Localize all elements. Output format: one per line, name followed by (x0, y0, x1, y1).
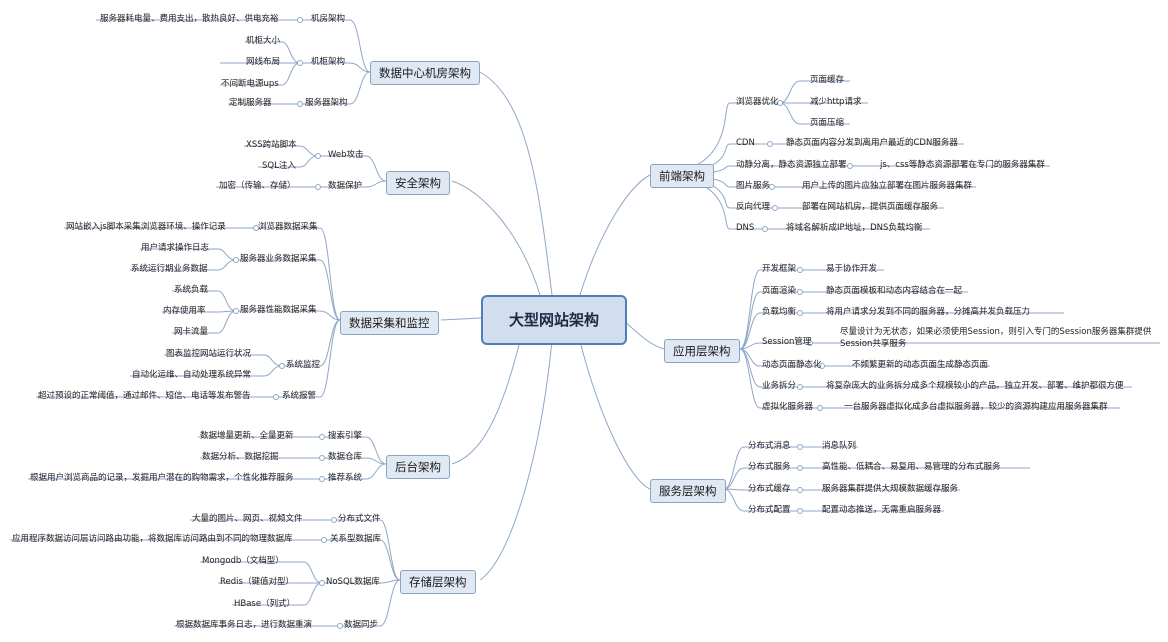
node-virtual-desc: 一台服务器虚拟化成多台虚拟服务器，较少的资源构建应用服务器集群 (844, 402, 1108, 412)
node-split[interactable]: 业务拆分 (762, 381, 797, 391)
node-browser-desc: 网站嵌入js脚本采集浏览器环境、操作记录 (66, 222, 226, 232)
node-separation-desc: js、css等静态资源部署在专门的服务器集群 (880, 160, 1045, 170)
node-lb[interactable]: 负载均衡 (762, 307, 797, 317)
node-session-desc-line2: Session共享服务 (840, 339, 907, 349)
node-browser-opt[interactable]: 浏览器优化 (736, 97, 779, 107)
node-load: 系统负载 (174, 285, 209, 295)
node-staticize[interactable]: 动态页面静态化 (762, 360, 822, 370)
node-staticize-desc: 不频繁更新的动态页面生成静态页面 (852, 360, 989, 370)
link-storage (479, 340, 553, 581)
node-custom-server: 定制服务器 (229, 98, 272, 108)
central-topic[interactable]: 大型网站架构 (481, 295, 627, 345)
node-img-desc: 用户上传的图片应独立部署在图片服务器集群 (802, 181, 973, 191)
link-datacenter (479, 71, 553, 296)
node-perf-collect[interactable]: 服务器性能数据采集 (240, 305, 317, 315)
node-proxy-desc: 部署在网站机房，提供页面缓存服务 (802, 202, 939, 212)
node-mongodb: Mongodb（文档型） (202, 556, 284, 566)
node-recommend-desc: 根据用户浏览商品的记录，发掘用户潜在的购物需求，个性化推荐服务 (30, 473, 294, 483)
node-req-log: 用户请求操作日志 (141, 243, 210, 253)
node-framework-desc: 易于协作开发 (826, 264, 878, 274)
node-sql: SQL注入 (262, 161, 296, 171)
node-net: 网卡流量 (174, 327, 209, 337)
node-ups: 不间断电源ups (221, 79, 279, 89)
node-search[interactable]: 搜索引擎 (328, 431, 363, 441)
node-dfs[interactable]: 分布式文件 (338, 514, 381, 524)
node-virtual[interactable]: 虚拟化服务器 (762, 402, 814, 412)
node-auto-ops: 自动化运维、自动处理系统异常 (132, 370, 252, 380)
node-lb-desc: 将用户请求分发到不同的服务器，分摊高并发负载压力 (826, 307, 1031, 317)
node-framework[interactable]: 开发框架 (762, 264, 797, 274)
node-ds-desc: 高性能、低耦合、易复用、易管理的分布式服务 (822, 462, 1001, 472)
node-mq[interactable]: 分布式消息 (748, 441, 791, 451)
node-config[interactable]: 分布式配置 (748, 505, 791, 515)
node-alarm-desc: 超过预设的正常阈值，通过邮件、短信、电话等发布警告 (38, 391, 251, 401)
link-monitor (440, 317, 482, 321)
node-separation[interactable]: 动静分离，静态资源独立部署 (736, 160, 847, 170)
link-app (622, 319, 665, 350)
node-warehouse[interactable]: 数据仓库 (328, 452, 363, 462)
node-power: 服务器耗电量、费用支出，散热良好、供电充裕 (100, 14, 279, 24)
node-redis: Redis（键值对型） (220, 577, 294, 587)
node-sync[interactable]: 数据同步 (344, 620, 379, 630)
node-rdb-desc: 应用程序数据访问层访问路由功能，将数据库访问路由到不同的物理数据库 (12, 534, 293, 544)
node-biz-collect[interactable]: 服务器业务数据采集 (240, 254, 317, 264)
node-recommend[interactable]: 推荐系统 (328, 473, 363, 483)
node-chart-monitor: 图表监控网站运行状况 (166, 349, 252, 359)
node-dns[interactable]: DNS (736, 223, 755, 233)
node-hbase: HBase（列式） (234, 599, 296, 609)
node-rdb[interactable]: 关系型数据库 (330, 534, 382, 544)
topic-security[interactable]: 安全架构 (386, 171, 450, 195)
node-render[interactable]: 页面渲染 (762, 286, 797, 296)
link-backend (451, 340, 521, 465)
link-service (579, 340, 651, 490)
topic-backend[interactable]: 后台架构 (386, 455, 450, 479)
node-page-cache: 页面缓存 (810, 75, 845, 85)
link-security (451, 180, 541, 296)
node-web-attack[interactable]: Web攻击 (328, 150, 364, 160)
node-room[interactable]: 机房架构 (311, 14, 346, 24)
node-alarm[interactable]: 系统报警 (282, 391, 317, 401)
node-config-desc: 配置动态推送，无需重启服务器 (822, 505, 942, 515)
node-reduce-http: 减少http请求 (810, 97, 862, 107)
node-search-desc: 数据增量更新、全量更新 (200, 431, 294, 441)
topic-frontend[interactable]: 前端架构 (650, 164, 714, 188)
node-ds[interactable]: 分布式服务 (748, 462, 791, 472)
node-cache[interactable]: 分布式缓存 (748, 484, 791, 494)
node-cdn[interactable]: CDN (736, 138, 755, 148)
node-sync-desc: 根据数据库事务日志，进行数据重演 (176, 620, 313, 630)
node-server-arch[interactable]: 服务器架构 (305, 98, 348, 108)
node-cdn-desc: 静态页面内容分发到离用户最近的CDN服务器 (786, 138, 958, 148)
node-dfs-desc: 大量的图片、网页、视频文件 (192, 514, 303, 524)
node-img-service[interactable]: 图片服务 (736, 181, 771, 191)
link-frontend (579, 174, 651, 296)
node-rack[interactable]: 机柜架构 (311, 57, 346, 67)
node-sys-monitor[interactable]: 系统监控 (286, 360, 321, 370)
node-encrypt: 加密（传输、存储） (219, 181, 296, 191)
topic-storage[interactable]: 存储层架构 (400, 570, 476, 594)
node-compress: 页面压缩 (810, 118, 845, 128)
node-xss: XSS跨站脚本 (246, 140, 297, 150)
node-dns-desc: 将域名解析成IP地址，DNS负载均衡 (786, 223, 923, 233)
node-rack-size: 机柜大小 (246, 36, 281, 46)
node-session-desc: 尽量设计为无状态，如果必须使用Session，则引入专门的Session服务器集… (840, 326, 1151, 350)
node-biz-data: 系统运行期业务数据 (131, 264, 208, 274)
node-warehouse-desc: 数据分析、数据挖掘 (202, 452, 279, 462)
topic-datacenter[interactable]: 数据中心机房架构 (370, 61, 480, 85)
topic-monitor[interactable]: 数据采集和监控 (340, 311, 439, 335)
topic-service[interactable]: 服务层架构 (650, 479, 726, 503)
node-nosql[interactable]: NoSQL数据库 (326, 577, 380, 587)
node-data-protect[interactable]: 数据保护 (328, 181, 363, 191)
node-cabling: 网线布局 (246, 57, 281, 67)
node-cache-desc: 服务器集群提供大规模数据缓存服务 (822, 484, 959, 494)
node-proxy[interactable]: 反向代理 (736, 202, 771, 212)
node-mq-desc: 消息队列 (822, 441, 857, 451)
node-browser-collect[interactable]: 浏览器数据采集 (258, 222, 318, 232)
node-session[interactable]: Session管理 (762, 337, 812, 347)
node-render-desc: 静态页面模板和动态内容结合在一起 (826, 286, 963, 296)
node-split-desc: 将复杂庞大的业务拆分成多个规模较小的产品。独立开发、部署、维护都很方便 (826, 381, 1124, 391)
node-mem: 内存使用率 (163, 306, 206, 316)
node-session-desc-line1: 尽量设计为无状态，如果必须使用Session，则引入专门的Session服务器集… (840, 327, 1152, 337)
topic-app[interactable]: 应用层架构 (664, 339, 740, 363)
